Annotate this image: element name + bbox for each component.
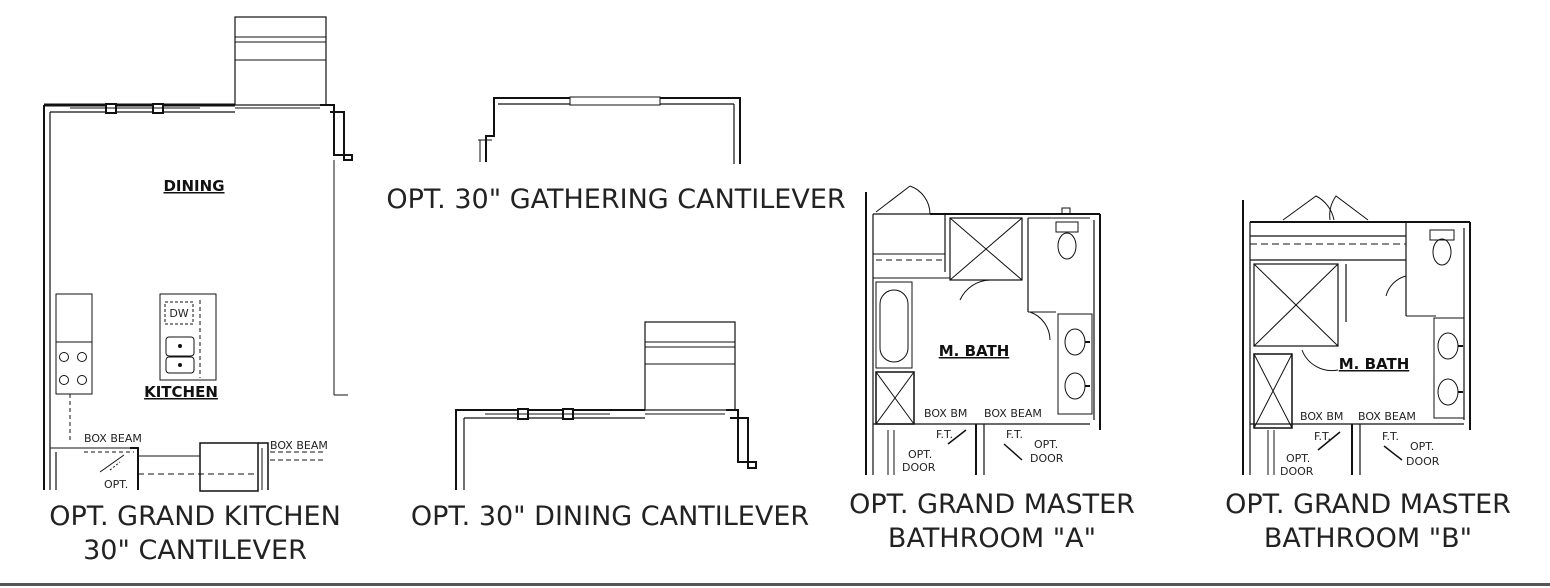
opt-label: OPT. [104,478,128,491]
dining-room-label: DINING [163,177,224,195]
master-bath-a-caption-line-1: OPT. GRAND MASTER [849,489,1135,520]
master-bath-b-opt-right-label: OPT. [1410,440,1434,453]
master-bath-a-box-beam-label: BOX BEAM [984,407,1042,420]
master-bath-a-opt-left-label: OPT. [908,448,932,461]
master-bath-a-plan [865,185,1101,475]
master-bath-b-ft-right-label: F.T. [1382,430,1399,443]
master-bath-a-door-right-label: DOOR [1030,452,1064,465]
master-bath-b-box-beam-label: BOX BEAM [1358,410,1416,423]
grand-kitchen-caption-line-1: OPT. GRAND KITCHEN [49,501,341,532]
master-bath-a-room-label: M. BATH [939,342,1010,360]
grand-kitchen-caption: OPT. GRAND KITCHEN 30" CANTILEVER [30,500,360,568]
kitchen-room-label: KITCHEN [144,383,218,401]
box-beam-right-label: BOX BEAM [270,439,328,452]
master-bath-a-door-left-label: DOOR [902,461,936,474]
box-beam-left-label: BOX BEAM [84,432,142,445]
master-bath-b-room-label: M. BATH [1339,355,1410,373]
master-bath-a-opt-right-label: OPT. [1034,438,1058,451]
master-bath-b-caption: OPT. GRAND MASTER BATHROOM "B" [1206,488,1530,556]
bottom-rule [0,583,1550,586]
dining-cantilever-caption-line-1: OPT. 30" DINING CANTILEVER [410,501,810,532]
master-bath-b-box-bm-label: BOX BM [1300,410,1343,423]
gathering-cantilever-plan [478,96,741,164]
dining-cantilever-caption: OPT. 30" DINING CANTILEVER [400,500,820,534]
master-bath-a-box-bm-label: BOX BM [924,407,967,420]
gathering-cantilever-caption-line-1: OPT. 30" GATHERING CANTILEVER [386,184,846,215]
master-bath-a-ft-right-label: F.T. [1006,428,1023,441]
master-bath-b-ft-left-label: F.T. [1314,430,1331,443]
master-bath-b-plan [1242,195,1471,475]
dining-cantilever-plan [455,321,757,490]
master-bath-a-ft-left-label: F.T. [936,428,953,441]
gathering-cantilever-caption: OPT. 30" GATHERING CANTILEVER [374,183,858,217]
master-bath-b-caption-line-1: OPT. GRAND MASTER [1225,489,1511,520]
dishwasher-label: DW [169,307,188,320]
master-bath-a-caption-line-2: BATHROOM "A" [887,523,1097,554]
grand-kitchen-plan [43,16,353,492]
master-bath-b-opt-left-label: OPT. [1286,452,1310,465]
master-bath-b-door-left-label: DOOR [1280,465,1314,478]
grand-kitchen-caption-line-2: 30" CANTILEVER [83,535,307,566]
master-bath-b-caption-line-2: BATHROOM "B" [1263,523,1473,554]
master-bath-a-caption: OPT. GRAND MASTER BATHROOM "A" [830,488,1154,556]
master-bath-b-door-right-label: DOOR [1406,455,1440,468]
